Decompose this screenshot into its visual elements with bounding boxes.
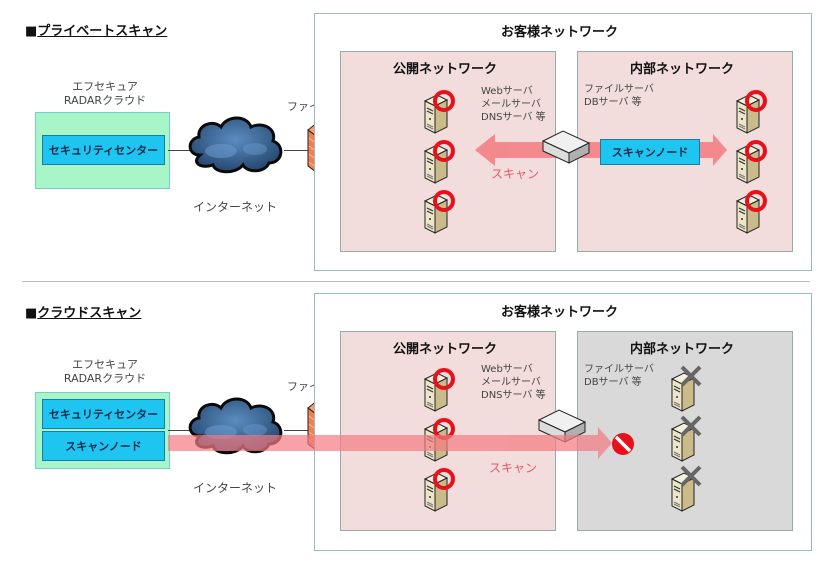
- customer-network: お客様ネットワーク 公開ネットワーク Webサーバ メールサーバ DNSサーバ …: [314, 13, 812, 271]
- ok-ring-icon: [433, 368, 455, 390]
- public-network: 公開ネットワーク Webサーバ メールサーバ DNSサーバ 等 スキャン: [340, 331, 556, 531]
- ok-ring-icon: [745, 140, 767, 162]
- scan-node-label: スキャンノード: [611, 146, 689, 159]
- radar-cloud-box: セキュリティセンター: [35, 112, 170, 189]
- cloud-provider-name: エフセキュア: [72, 80, 138, 93]
- ok-ring-icon: [433, 190, 455, 212]
- scan-arrow-right: [168, 427, 612, 459]
- internet-label: インターネット: [193, 481, 278, 495]
- connector-line: [284, 150, 312, 151]
- connector-line: [284, 430, 312, 431]
- no-entry-icon: [612, 433, 634, 455]
- ok-ring-icon: [433, 90, 455, 112]
- web-server-label: Webサーバ: [481, 86, 533, 97]
- internal-servers-desc: ファイルサーバ DBサーバ 等: [584, 363, 654, 389]
- bullet-icon: ■: [25, 24, 38, 39]
- bullet-icon: ■: [25, 306, 38, 321]
- file-server-label: ファイルサーバ: [584, 364, 654, 375]
- public-server-stack: [424, 90, 455, 234]
- cloud-provider-label: エフセキュア RADARクラウド: [40, 358, 170, 386]
- db-server-label: DBサーバ 等: [584, 97, 642, 108]
- customer-network: お客様ネットワーク 公開ネットワーク Webサーバ メールサーバ DNSサーバ …: [314, 293, 812, 551]
- security-center-box: セキュリティセンター: [42, 399, 165, 429]
- radar-cloud-box: セキュリティセンター スキャンノード: [35, 392, 170, 469]
- ok-ring-icon: [745, 190, 767, 212]
- mail-server-label: メールサーバ: [481, 377, 541, 388]
- scan-node-box: スキャンノード: [42, 431, 165, 461]
- security-center-label: セキュリティセンター: [48, 408, 159, 421]
- ok-ring-icon: [433, 468, 455, 490]
- scan-label: スキャン: [491, 167, 540, 181]
- cloud-provider-sub: RADARクラウド: [63, 94, 147, 107]
- dns-server-label: DNSサーバ 等: [481, 390, 546, 401]
- customer-network-title: お客様ネットワーク: [501, 305, 619, 320]
- section-divider: [22, 281, 810, 282]
- connector-line: [168, 430, 190, 431]
- internal-server-stack: [671, 365, 702, 512]
- blocked-x-icon: [680, 365, 702, 387]
- security-center-label: セキュリティセンター: [48, 144, 159, 157]
- scan-node-label: スキャンノード: [65, 440, 142, 453]
- cloud-provider-label: エフセキュア RADARクラウド: [40, 80, 170, 108]
- public-network-title: 公開ネットワーク: [393, 342, 498, 357]
- internet-label: インターネット: [193, 200, 278, 214]
- file-server-label: ファイルサーバ: [584, 84, 654, 95]
- db-server-label: DBサーバ 等: [584, 377, 642, 388]
- ok-ring-icon: [745, 90, 767, 112]
- scan-node-box: スキャンノード: [600, 139, 700, 165]
- connector-line: [168, 150, 190, 151]
- blocked-x-icon: [680, 465, 702, 487]
- section-title-text: プライベートスキャン: [37, 24, 168, 39]
- section-title-cloud-scan: ■クラウドスキャン: [25, 302, 141, 321]
- public-servers-desc: Webサーバ メールサーバ DNSサーバ 等: [481, 363, 546, 402]
- section-title-private-scan: ■プライベートスキャン: [25, 20, 167, 39]
- section-title-text: クラウドスキャン: [37, 306, 142, 321]
- internal-network-title: 内部ネットワーク: [630, 342, 735, 357]
- internal-network-title: 内部ネットワーク: [630, 62, 735, 77]
- internal-server-stack: [736, 90, 767, 234]
- dns-server-label: DNSサーバ 等: [481, 112, 546, 123]
- internal-network: 内部ネットワーク ファイルサーバ DBサーバ 等: [577, 331, 793, 531]
- scan-label: スキャン: [489, 461, 538, 475]
- scan-arrows: [538, 409, 634, 455]
- internal-servers-desc: ファイルサーバ DBサーバ 等: [584, 83, 654, 109]
- security-center-box: セキュリティセンター: [42, 135, 165, 165]
- web-server-label: Webサーバ: [481, 364, 533, 375]
- cloud-provider-sub: RADARクラウド: [63, 372, 147, 385]
- ok-ring-icon: [433, 140, 455, 162]
- public-network-title: 公開ネットワーク: [393, 62, 498, 77]
- customer-network-title: お客様ネットワーク: [501, 25, 619, 40]
- blocked-x-icon: [680, 415, 702, 437]
- public-servers-desc: Webサーバ メールサーバ DNSサーバ 等: [481, 85, 546, 124]
- cloud-provider-name: エフセキュア: [72, 358, 138, 371]
- mail-server-label: メールサーバ: [481, 99, 541, 110]
